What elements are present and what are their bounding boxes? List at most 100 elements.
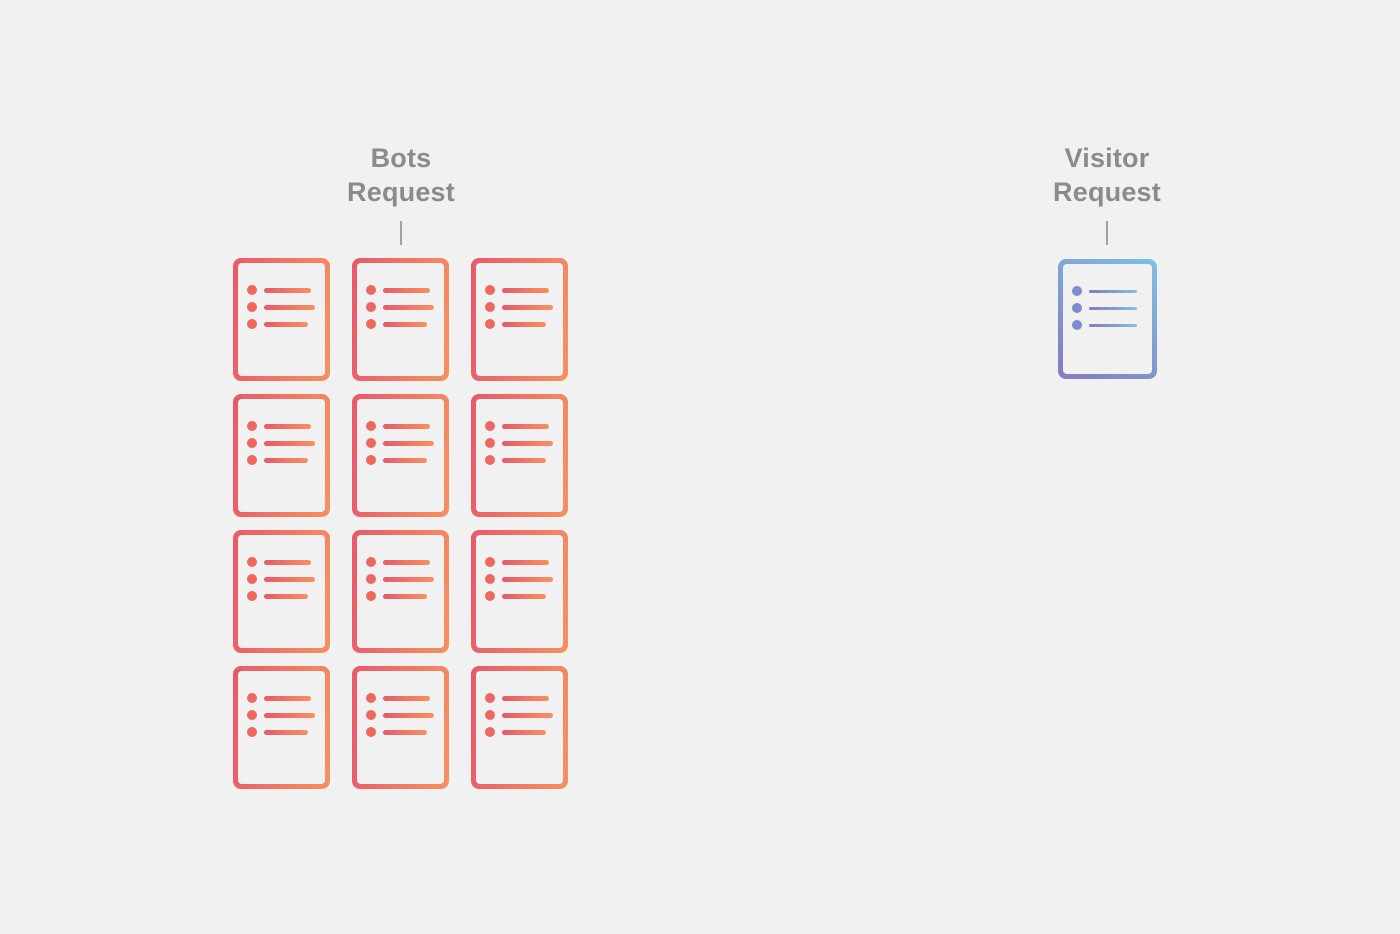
list-row — [366, 302, 434, 312]
bot-request-document-icon — [352, 530, 449, 653]
list-row — [366, 557, 430, 567]
text-line — [383, 559, 430, 565]
text-line — [383, 593, 427, 599]
bot-request-document-icon — [471, 666, 568, 789]
text-line — [264, 423, 311, 429]
list-row — [247, 591, 308, 601]
list-row — [366, 693, 430, 703]
text-line — [383, 304, 434, 310]
document-page — [357, 671, 444, 784]
text-line — [502, 321, 546, 327]
bullet-dot-icon — [247, 710, 257, 720]
bullet-dot-icon — [247, 591, 257, 601]
document-page — [357, 399, 444, 512]
bullet-dot-icon — [485, 285, 495, 295]
bullet-dot-icon — [485, 727, 495, 737]
bullet-dot-icon — [366, 438, 376, 448]
text-line — [264, 440, 315, 446]
list-row — [366, 591, 427, 601]
visitor-label-line2: Request — [1053, 177, 1161, 207]
list-row — [366, 421, 430, 431]
bullet-dot-icon — [247, 302, 257, 312]
list-row — [1072, 286, 1137, 296]
text-line — [1089, 289, 1137, 293]
bots-label-line1: Bots — [370, 143, 432, 173]
document-page — [1063, 264, 1152, 374]
list-row — [485, 710, 553, 720]
list-row — [366, 710, 434, 720]
document-page — [476, 399, 563, 512]
bot-request-document-icon — [233, 258, 330, 381]
bullet-dot-icon — [366, 591, 376, 601]
bullet-dot-icon — [1072, 303, 1082, 313]
list-row — [485, 302, 553, 312]
bot-request-document-icon — [471, 530, 568, 653]
text-line — [383, 576, 434, 582]
list-row — [247, 302, 315, 312]
bullet-dot-icon — [366, 710, 376, 720]
bullet-dot-icon — [485, 302, 495, 312]
text-line — [502, 304, 553, 310]
list-row — [485, 574, 553, 584]
text-line — [383, 695, 430, 701]
bullet-dot-icon — [247, 455, 257, 465]
bots-label-line2: Request — [347, 177, 455, 207]
document-page — [238, 671, 325, 784]
bullet-dot-icon — [366, 285, 376, 295]
list-row — [247, 285, 311, 295]
visitor-connector-line — [1106, 221, 1108, 245]
bullet-dot-icon — [366, 319, 376, 329]
text-line — [383, 457, 427, 463]
text-line — [264, 321, 308, 327]
bullet-dot-icon — [247, 557, 257, 567]
bullet-dot-icon — [485, 557, 495, 567]
text-line — [264, 559, 311, 565]
text-line — [264, 576, 315, 582]
visitor-request-document-icon — [1058, 259, 1157, 379]
visitor-label-line1: Visitor — [1064, 143, 1150, 173]
text-line — [264, 729, 308, 735]
document-page — [476, 263, 563, 376]
list-row — [247, 455, 308, 465]
text-line — [502, 287, 549, 293]
bullet-dot-icon — [247, 285, 257, 295]
document-page — [357, 535, 444, 648]
list-row — [1072, 303, 1137, 313]
bullet-dot-icon — [485, 591, 495, 601]
bots-request-label: Bots Request — [233, 141, 569, 209]
bullet-dot-icon — [366, 727, 376, 737]
bullet-dot-icon — [485, 710, 495, 720]
visitor-request-label: Visitor Request — [939, 141, 1275, 209]
bullet-dot-icon — [366, 693, 376, 703]
list-row — [485, 319, 546, 329]
bullet-dot-icon — [247, 319, 257, 329]
bot-request-document-icon — [233, 666, 330, 789]
bullet-dot-icon — [366, 421, 376, 431]
text-line — [502, 423, 549, 429]
text-line — [502, 440, 553, 446]
text-line — [502, 457, 546, 463]
document-page — [357, 263, 444, 376]
bullet-dot-icon — [1072, 286, 1082, 296]
bot-request-document-icon — [471, 394, 568, 517]
text-line — [264, 712, 315, 718]
bullet-dot-icon — [247, 574, 257, 584]
list-row — [485, 285, 549, 295]
text-line — [383, 423, 430, 429]
list-row — [366, 438, 434, 448]
list-row — [247, 557, 311, 567]
bot-request-document-icon — [352, 666, 449, 789]
document-page — [476, 535, 563, 648]
document-page — [238, 263, 325, 376]
bullet-dot-icon — [366, 574, 376, 584]
bullet-dot-icon — [247, 421, 257, 431]
bullet-dot-icon — [247, 727, 257, 737]
text-line — [1089, 306, 1137, 310]
bullet-dot-icon — [247, 693, 257, 703]
list-row — [366, 455, 427, 465]
bot-request-document-icon — [233, 394, 330, 517]
document-page — [238, 399, 325, 512]
text-line — [383, 287, 430, 293]
text-line — [1089, 323, 1137, 327]
list-row — [485, 421, 549, 431]
